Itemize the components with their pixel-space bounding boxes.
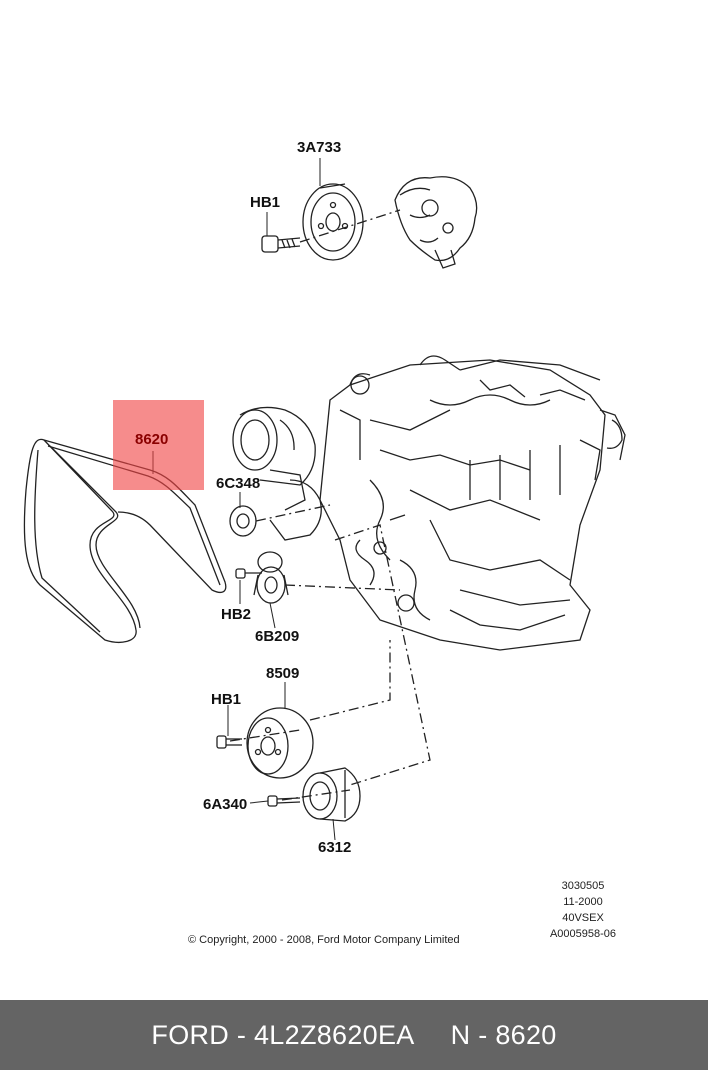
highlight-box	[113, 400, 204, 490]
callout-6a340: 6A340	[203, 796, 248, 813]
callout-hb2: HB2	[221, 606, 252, 623]
power-steering-pulley-assembly	[261, 176, 478, 269]
footer-bar: FORD - 4L2Z8620EA N - 8620	[0, 1000, 708, 1070]
callout-6b209: 6B209	[255, 628, 300, 645]
copyright-notice: © Copyright, 2000 - 2008, Ford Motor Com…	[188, 934, 460, 946]
callout-8620: 8620	[135, 431, 169, 448]
callout-6312: 6312	[318, 839, 352, 856]
exploded-diagram	[23, 158, 626, 841]
meta-line-1: 3030505	[561, 880, 605, 892]
meta-line-2: 11-2000	[563, 896, 603, 908]
callout-6c348: 6C348	[216, 475, 261, 492]
callout-hb1-lower: HB1	[211, 691, 242, 708]
tensioner	[235, 551, 289, 604]
idler-pulley	[229, 504, 331, 537]
meta-line-4: A0005958-06	[549, 928, 617, 940]
meta-line-3: 40VSEX	[562, 912, 604, 924]
engine-block	[319, 355, 626, 651]
callout-hb1-top: HB1	[250, 194, 281, 211]
crankshaft-damper	[267, 767, 361, 822]
water-pump-pulley	[216, 707, 314, 779]
alternator	[232, 406, 322, 541]
footer-ref: N - 8620	[450, 1019, 557, 1050]
callout-3a733: 3A733	[297, 139, 342, 156]
assembly-axis-lines	[229, 524, 431, 801]
callout-8509: 8509	[266, 665, 300, 682]
footer-brand-part: FORD - 4L2Z8620EA	[151, 1019, 415, 1050]
